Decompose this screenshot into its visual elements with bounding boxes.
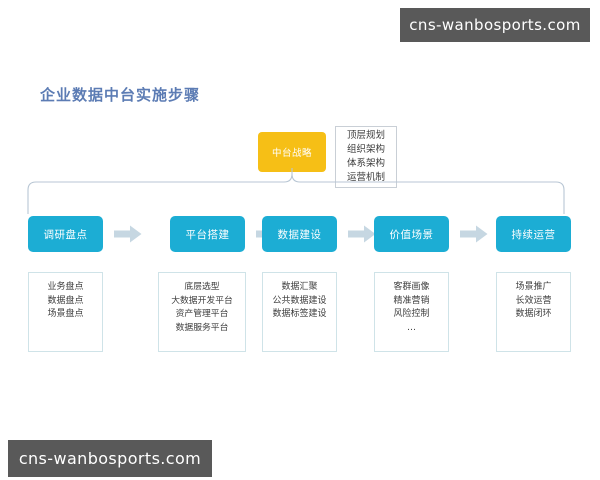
detail-line: 数据标签建设 [272,309,327,319]
detail-box-5: 场景推广 长效运营 数据闭环 [496,272,571,352]
steps-row: 调研盘点 平台搭建 数据建设 价值场景 持续运营 [28,216,572,252]
strategy-detail-box: 顶层规划 组织架构 体系架构 运营机制 [335,126,397,188]
details-row: 业务盘点 数据盘点 场景盘点 底层选型 大数据开发平台 资产管理平台 数据服务平… [28,272,572,354]
detail-line: … [407,322,416,333]
step-box-4[interactable]: 价值场景 [374,216,449,252]
strategy-box[interactable]: 中台战略 [258,132,326,172]
detail-line: 数据闭环 [515,309,552,319]
arrow-icon [460,225,488,243]
detail-line: 公共数据建设 [272,295,327,306]
detail-box-3: 数据汇聚 公共数据建设 数据标签建设 [262,272,337,352]
detail-line: 客群画像 [393,282,430,292]
strategy-detail-line: 运营机制 [346,172,385,183]
strategy-detail-line: 顶层规划 [346,130,385,141]
bracket-connector [27,168,565,214]
watermark-top-right: cns-wanbosports.com [400,8,590,42]
detail-line: 数据盘点 [47,295,84,306]
detail-line: 场景推广 [515,282,552,292]
detail-line: 场景盘点 [47,309,84,319]
detail-line: 长效运营 [515,295,552,306]
detail-line: 精准营销 [393,295,430,306]
arrow-icon [114,225,142,243]
detail-box-4: 客群画像 精准营销 风险控制 … [374,272,449,352]
detail-box-2: 底层选型 大数据开发平台 资产管理平台 数据服务平台 [158,272,246,352]
detail-line: 业务盘点 [47,282,84,292]
arrow-icon [348,225,376,243]
detail-line: 数据服务平台 [175,322,229,333]
step-box-2[interactable]: 平台搭建 [170,216,245,252]
step-box-5[interactable]: 持续运营 [496,216,571,252]
step-box-3[interactable]: 数据建设 [262,216,337,252]
strategy-detail-line: 体系架构 [346,158,385,169]
detail-line: 风险控制 [393,309,430,319]
strategy-detail-line: 组织架构 [346,144,385,155]
detail-line: 底层选型 [184,282,220,292]
watermark-bottom-left: cns-wanbosports.com [8,440,212,477]
detail-line: 数据汇聚 [281,282,318,292]
page-title: 企业数据中台实施步骤 [40,86,201,104]
step-box-1[interactable]: 调研盘点 [28,216,103,252]
detail-line: 大数据开发平台 [171,295,233,306]
detail-box-1: 业务盘点 数据盘点 场景盘点 [28,272,103,352]
detail-line: 资产管理平台 [175,309,229,319]
